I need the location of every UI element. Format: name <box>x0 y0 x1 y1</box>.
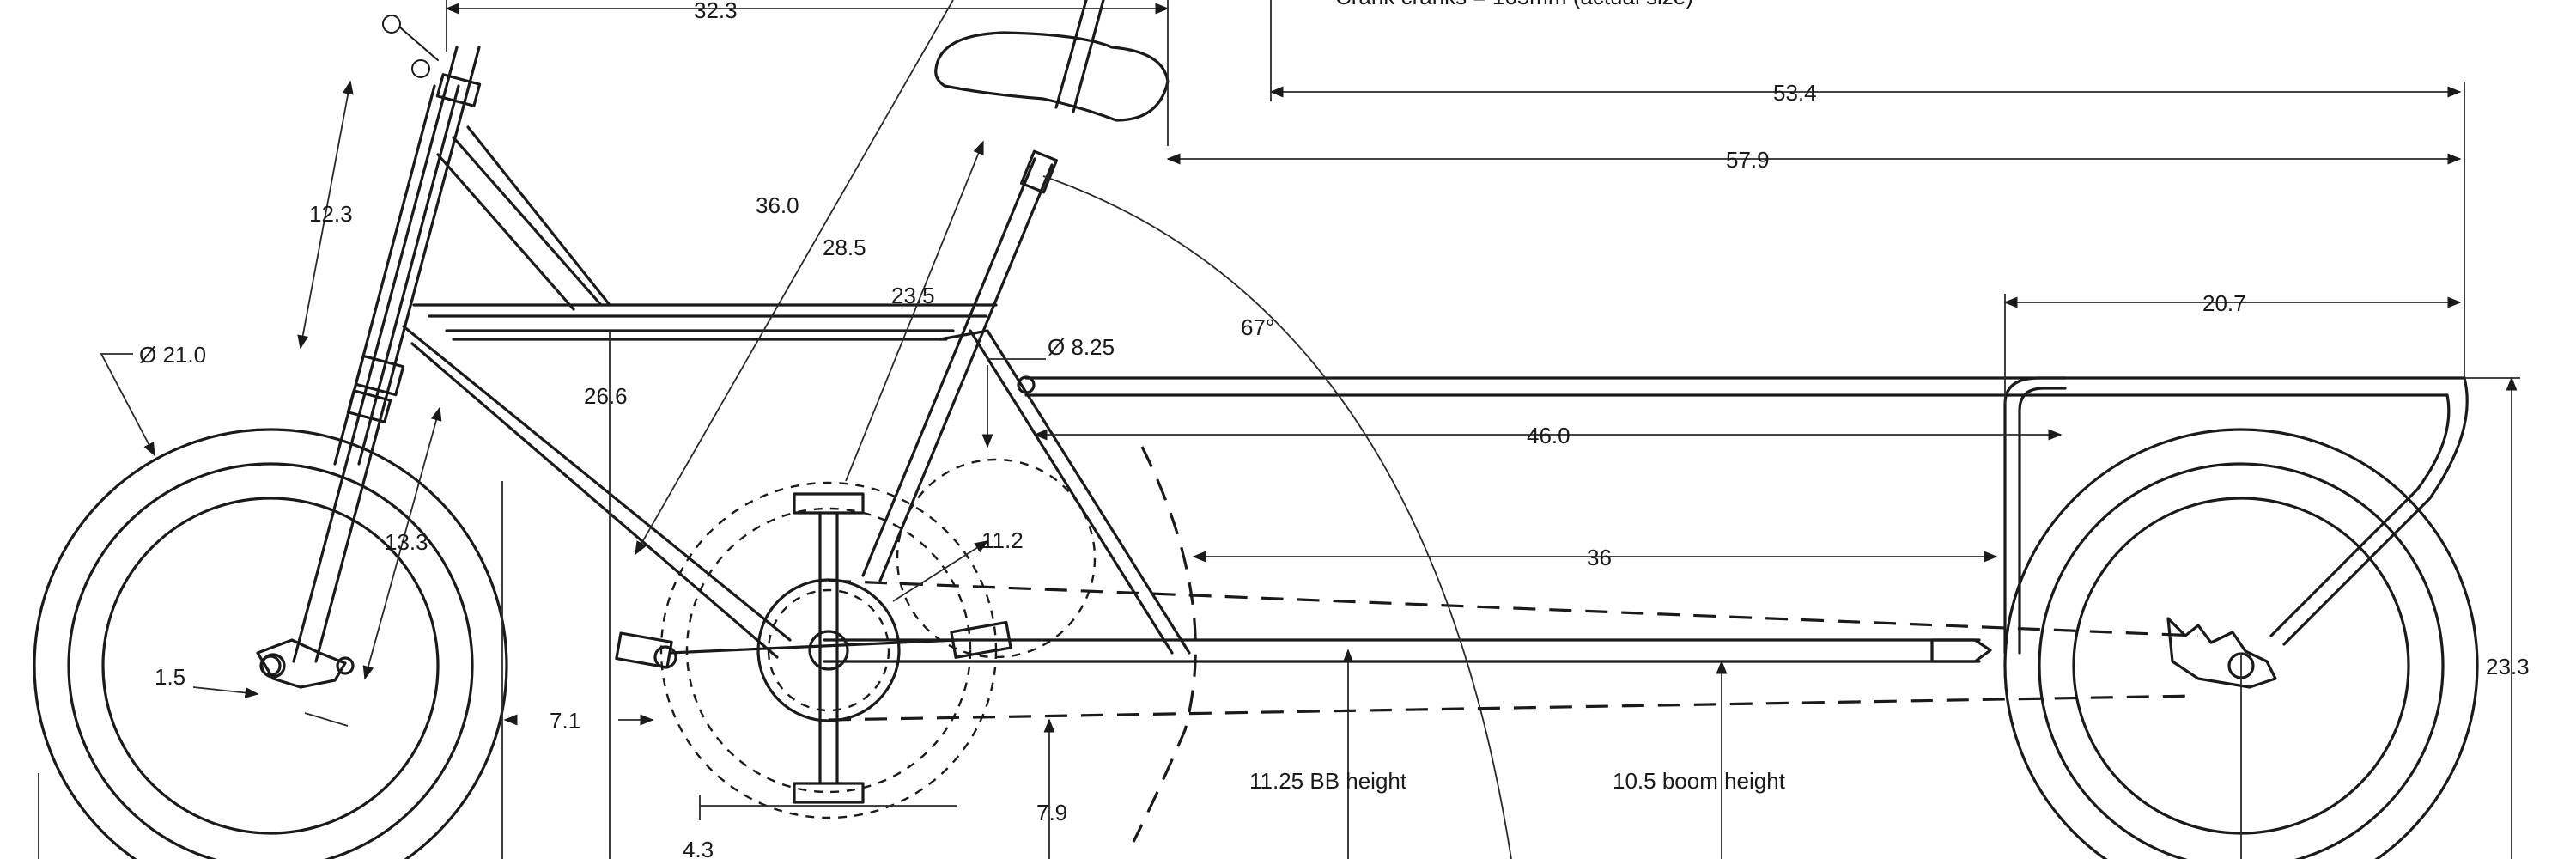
dimension-labels: Crank cranks = 165mm (actual size) 32.3 … <box>139 0 2530 859</box>
label-20-7: 20.7 <box>2202 290 2246 316</box>
label-1-5: 1.5 <box>155 664 185 690</box>
label-phi-21-0: Ø 21.0 <box>139 342 206 368</box>
label-67-deg: 67° <box>1241 314 1274 340</box>
rear-wheel <box>2003 428 2479 859</box>
label-26-6: 26.6 <box>584 383 628 409</box>
label-bb-height: 11.25 BB height <box>1249 768 1407 794</box>
label-36: 36 <box>1587 545 1612 570</box>
label-53-4: 53.4 <box>1773 80 1817 106</box>
label-23-5: 23.5 <box>891 283 935 308</box>
label-phi-8-25: Ø 8.25 <box>1048 334 1115 360</box>
dimensions <box>38 0 2520 859</box>
label-12-3: 12.3 <box>309 201 353 227</box>
label-32-3: 32.3 <box>694 0 738 23</box>
label-13-3: 13.3 <box>385 529 428 555</box>
label-7-1: 7.1 <box>550 708 580 734</box>
label-boom-height: 10.5 boom height <box>1613 768 1786 794</box>
fork-and-steerer <box>256 15 482 689</box>
label-46-0: 46.0 <box>1527 423 1571 448</box>
chainring-and-cranks <box>615 458 1097 819</box>
front-wheel <box>33 428 508 859</box>
label-36-0: 36.0 <box>756 192 799 218</box>
frame <box>402 125 2469 689</box>
label-23-3: 23.3 <box>2486 654 2530 679</box>
seat <box>934 0 1170 122</box>
label-4-3: 4.3 <box>683 837 714 859</box>
label-28-5: 28.5 <box>823 235 866 260</box>
label-11-2: 11.2 <box>981 527 1024 553</box>
label-7-9: 7.9 <box>1036 800 1067 825</box>
label-top-note: Crank cranks = 165mm (actual size) <box>1335 0 1693 9</box>
chain-lines <box>828 446 2199 843</box>
label-57-9: 57.9 <box>1726 147 1770 173</box>
